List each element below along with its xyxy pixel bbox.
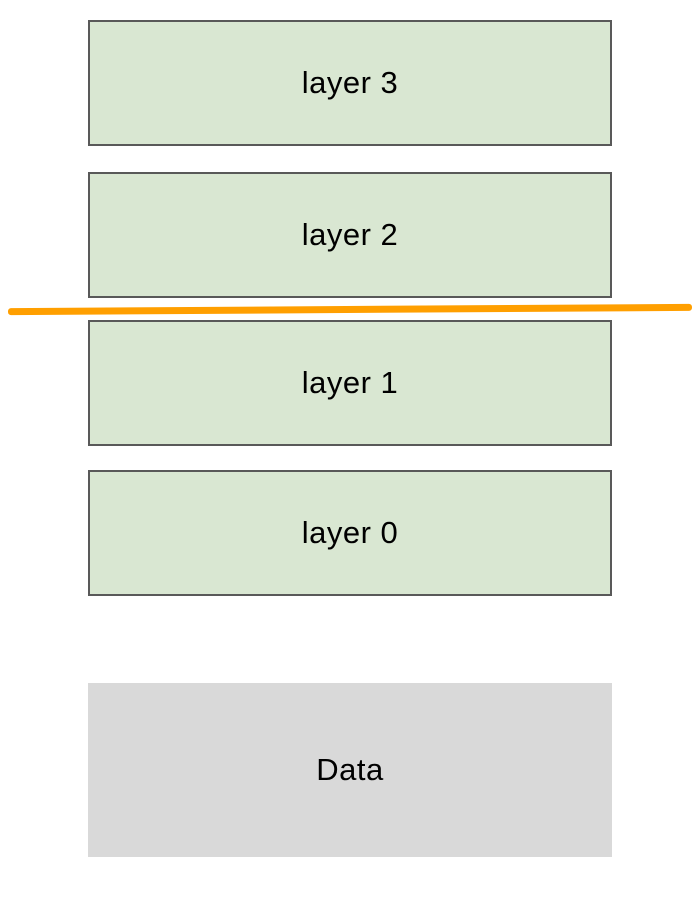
- layer-2-label: layer 2: [301, 217, 399, 252]
- layer-0-label: layer 0: [301, 515, 399, 550]
- data-box: Data: [88, 683, 612, 857]
- layer-3-label: layer 3: [301, 65, 399, 100]
- layer-1-box: layer 1: [88, 320, 612, 446]
- layer-3-box: layer 3: [88, 20, 612, 146]
- orange-divider-line: [7, 303, 693, 316]
- data-box-label: Data: [316, 752, 384, 787]
- layer-0-box: layer 0: [88, 470, 612, 596]
- layer-2-box: layer 2: [88, 172, 612, 298]
- layer-1-label: layer 1: [301, 365, 399, 400]
